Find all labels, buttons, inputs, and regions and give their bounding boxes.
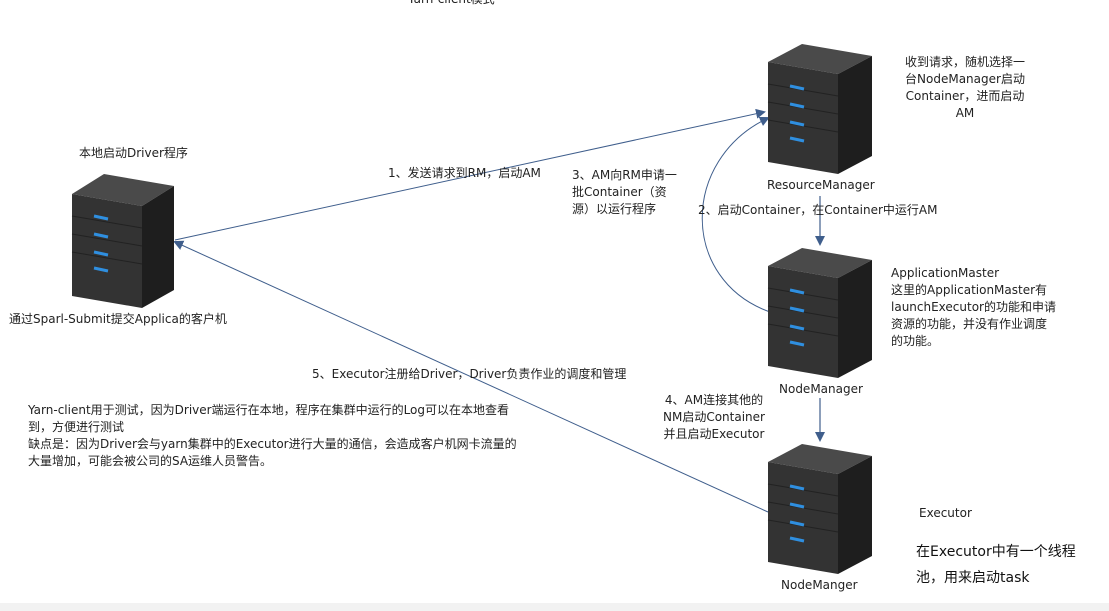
resource-manager-label: ResourceManager [767, 178, 875, 192]
note-line: AM [955, 106, 975, 120]
application-master-note: ApplicationMaster 这里的ApplicationMaster有 … [891, 265, 1056, 350]
note-line: 这里的ApplicationMaster有 [891, 283, 1048, 297]
note-line: Container，进而启动 [905, 89, 1025, 103]
driver-top-label: 本地启动Driver程序 [79, 146, 188, 160]
description-line: 到，方便进行测试 [28, 420, 125, 434]
executor-note: 在Executor中有一个线程 池，用来启动task [916, 539, 1076, 591]
arrow-step3 [701, 116, 771, 313]
note-line: 台NodeManager启动 [905, 72, 1025, 86]
step5-label: 5、Executor注册给Driver，Driver负责作业的调度和管理 [312, 367, 627, 381]
arrow-step1 [174, 108, 766, 241]
bottom-strip [0, 603, 1109, 611]
step1-label: 1、发送请求到RM，启动AM [388, 166, 541, 180]
note-line: 资源的功能，并没有作业调度 [891, 317, 1048, 331]
note-line: 收到请求，随机选择一 [904, 55, 1025, 69]
description-text: Yarn-client用于测试，因为Driver端运行在本地，程序在集群中运行的… [28, 402, 517, 470]
arrow-step5 [173, 240, 769, 513]
application-master-label: NodeManager [779, 382, 863, 396]
resource-manager-note: 收到请求，随机选择一 台NodeManager启动 Container，进而启动… [894, 54, 1036, 122]
note-line: ApplicationMaster [891, 266, 1000, 280]
step4-line: 4、AM连接其他的 [664, 393, 764, 407]
step3-line: 3、AM向RM申请一 [572, 168, 677, 182]
note-line: launchExecutor的功能和申请 [891, 300, 1056, 314]
step3-line: 批Container（资 [572, 185, 667, 199]
note-line: 在Executor中有一个线程 [916, 544, 1076, 560]
step3-label: 3、AM向RM申请一 批Container（资 源）以运行程序 [572, 167, 677, 218]
description-line: 大量增加，可能会被公司的SA运维人员警告。 [28, 454, 273, 468]
driver-server-icon [71, 174, 174, 308]
note-line: 的功能。 [891, 334, 940, 348]
step4-line: NM启动Container [663, 410, 765, 424]
executor-title: Executor [919, 506, 972, 520]
executor-node-label: NodeManger [781, 578, 858, 592]
description-line: Yarn-client用于测试，因为Driver端运行在本地，程序在集群中运行的… [28, 403, 510, 417]
application-master-server-icon [767, 248, 872, 378]
executor-server-icon [767, 444, 872, 574]
step3-line: 源）以运行程序 [572, 202, 657, 216]
description-line: 缺点是：因为Driver会与yarn集群中的Executor进行大量的通信，会造… [28, 437, 517, 451]
driver-bottom-label: 通过Sparl-Submit提交Applica的客户机 [9, 312, 227, 326]
note-line: 池，用来启动task [916, 570, 1030, 586]
resource-manager-server-icon [767, 44, 872, 174]
step4-label: 4、AM连接其他的 NM启动Container 并且启动Executor [652, 392, 776, 443]
step4-line: 并且启动Executor [663, 427, 765, 441]
step2-label: 2、启动Container，在Container中运行AM [698, 203, 938, 217]
diagram-title: Yarn-client模式 [408, 0, 495, 8]
